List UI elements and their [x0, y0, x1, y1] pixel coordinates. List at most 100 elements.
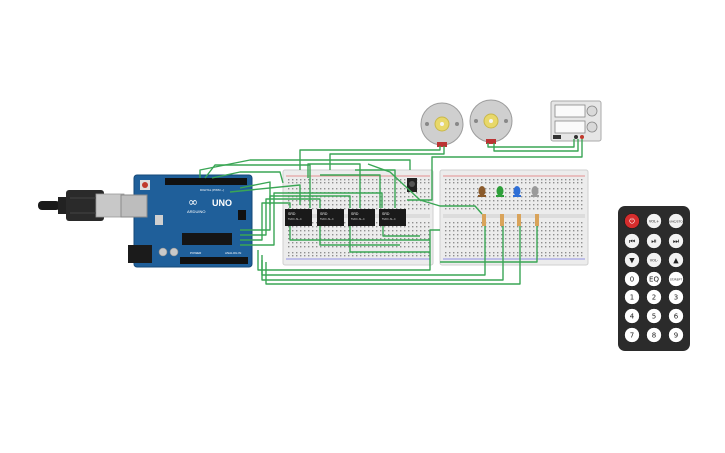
wire[interactable] — [440, 226, 538, 263]
led-3[interactable] — [513, 186, 521, 197]
dc-motor-2[interactable] — [469, 99, 513, 144]
remote-button[interactable]: 3 — [668, 289, 684, 305]
wire[interactable] — [487, 139, 575, 148]
remote-button[interactable]: FUNC/STOP — [667, 213, 685, 229]
breadboard-hole — [400, 238, 402, 240]
remote-button[interactable]: VOL- — [646, 252, 662, 268]
arduino-board[interactable]: ∞ ARDUINO UNO DIGITAL (PWM ~) POWER ANAL… — [120, 174, 253, 268]
wire[interactable] — [407, 139, 583, 201]
breadboard-hole — [557, 234, 559, 236]
wire[interactable] — [349, 226, 430, 253]
wire[interactable] — [329, 146, 445, 170]
remote-button[interactable]: 5 — [646, 308, 662, 324]
resistor-2[interactable] — [500, 214, 504, 226]
wire[interactable] — [319, 226, 400, 246]
breadboard-hole — [380, 246, 382, 248]
breadboard-hole — [529, 188, 531, 190]
resistor-4[interactable] — [535, 214, 539, 226]
wire[interactable] — [240, 202, 291, 241]
remote-button[interactable]: ▼ — [624, 252, 640, 268]
wire[interactable] — [299, 146, 441, 170]
power-supply[interactable] — [550, 100, 602, 142]
wire[interactable] — [240, 198, 321, 236]
usb-cable[interactable] — [38, 190, 125, 221]
remote-button[interactable]: ⏭ — [668, 233, 684, 249]
breadboard-hole — [465, 238, 467, 240]
remote-button[interactable]: 6 — [668, 308, 684, 324]
remote-button[interactable]: 2 — [646, 289, 662, 305]
breadboard-hole — [396, 242, 398, 244]
breadboard-hole — [304, 188, 306, 190]
relay-1[interactable]: SRD 5VDC-SL-C — [285, 209, 312, 226]
breadboard-hole — [376, 200, 378, 202]
wire[interactable] — [265, 226, 521, 285]
remote-button[interactable]: 7 — [624, 327, 640, 343]
led-2[interactable] — [496, 186, 504, 197]
wire[interactable] — [204, 164, 311, 208]
breadboard-hole — [420, 226, 422, 228]
relay-1-label: SRD — [288, 212, 296, 216]
remote-button[interactable]: 9 — [668, 327, 684, 343]
breadboard-hole — [577, 196, 579, 198]
breadboard-hole — [356, 255, 358, 257]
wire[interactable] — [320, 174, 381, 208]
remote-button[interactable]: ⏯ — [646, 233, 662, 249]
breadboard-hole — [485, 246, 487, 248]
relay-2[interactable]: SRD 5VDC-SL-C — [317, 209, 344, 226]
breadboard-hole — [360, 196, 362, 198]
breadboard-hole — [469, 246, 471, 248]
breadboard-hole — [328, 238, 330, 240]
breadboard-hole — [569, 208, 571, 210]
remote-button[interactable]: VOL+ — [646, 213, 662, 229]
relay-4[interactable]: SRD 5VDC-SL-C — [379, 209, 406, 226]
breadboard-hole — [404, 242, 406, 244]
wire[interactable] — [493, 139, 579, 152]
led-4[interactable] — [531, 186, 539, 197]
remote-button[interactable]: ▲ — [668, 252, 684, 268]
breadboard-hole — [521, 230, 523, 232]
breadboard-hole — [416, 242, 418, 244]
wire[interactable] — [289, 226, 430, 241]
breadboard-hole — [561, 200, 563, 202]
breadboard-hole — [300, 179, 302, 181]
wire[interactable] — [211, 171, 284, 184]
breadboard-hole — [493, 179, 495, 181]
ir-receiver[interactable] — [407, 178, 417, 192]
remote-button[interactable]: 0 — [624, 271, 640, 287]
wire[interactable] — [307, 163, 361, 208]
remote-button[interactable]: ⏮ — [624, 233, 640, 249]
wire[interactable] — [355, 169, 396, 208]
breadboard-hole — [408, 234, 410, 236]
led-1[interactable] — [478, 186, 486, 197]
breadboard-hole — [364, 204, 366, 206]
wire[interactable] — [257, 229, 440, 271]
relay-3[interactable]: SRD 5VDC-SL-C — [348, 209, 375, 226]
remote-button[interactable]: 4 — [624, 308, 640, 324]
breadboard-hole — [569, 255, 571, 257]
resistor-3[interactable] — [517, 214, 521, 226]
remote-button[interactable]: EQ — [646, 271, 662, 287]
remote-button[interactable]: ST/REPT — [668, 271, 684, 287]
breadboard-right[interactable] — [439, 169, 589, 266]
remote-button[interactable]: ⏻ — [624, 213, 640, 229]
breadboard-hole — [445, 182, 447, 184]
breadboard-hole — [296, 200, 298, 202]
breadboard-hole — [372, 255, 374, 257]
remote-button[interactable]: 8 — [646, 327, 662, 343]
wire[interactable] — [382, 226, 420, 237]
wire[interactable] — [240, 192, 383, 246]
remote-button[interactable]: 1 — [624, 289, 640, 305]
wire[interactable] — [199, 159, 411, 178]
breadboard-hole — [513, 230, 515, 232]
dc-motor-1[interactable] — [420, 102, 464, 147]
breadboard-hole — [328, 234, 330, 236]
resistor-1[interactable] — [482, 214, 486, 226]
wire[interactable] — [240, 195, 351, 231]
breadboard-hole — [424, 230, 426, 232]
breadboard-hole — [569, 196, 571, 198]
remote-button-face — [646, 308, 662, 324]
breadboard-hole — [493, 192, 495, 194]
breadboard-hole — [368, 238, 370, 240]
wire[interactable] — [367, 163, 483, 215]
